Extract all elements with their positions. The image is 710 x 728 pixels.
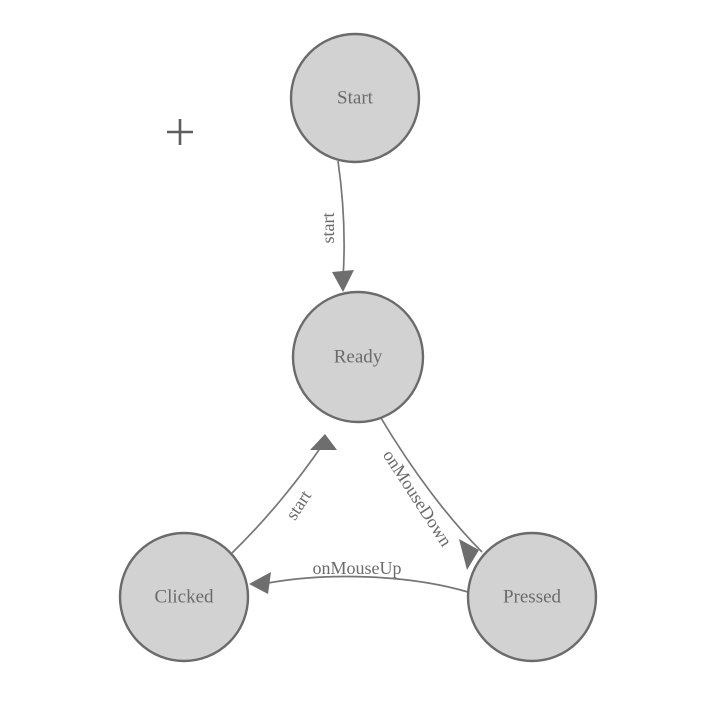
edge-label-start-to-ready: start [318, 213, 338, 244]
edge-clicked-to-ready[interactable]: start [231, 434, 337, 554]
edge-start-to-ready[interactable]: start [318, 160, 354, 292]
node-clicked-label: Clicked [154, 586, 214, 607]
edge-label-pressed-to-clicked: onMouseUp [313, 558, 402, 578]
arrowhead-ready-to-pressed [459, 539, 479, 570]
node-ready-label: Ready [334, 346, 383, 367]
edge-path-clicked-to-ready[interactable] [231, 443, 324, 554]
edge-path-start-to-ready[interactable] [337, 160, 345, 279]
node-pressed-label: Pressed [503, 586, 562, 607]
node-pressed-circle[interactable] [466, 531, 598, 663]
crosshair-icon [167, 119, 193, 145]
arrowhead-start-to-ready [332, 270, 354, 292]
node-start-label: Start [337, 87, 374, 108]
node-pressed[interactable]: Pressed [466, 531, 598, 663]
node-start[interactable]: Start [289, 32, 421, 164]
node-ready-circle[interactable] [291, 290, 425, 424]
edge-label-ready-to-pressed: onMouseDown [379, 446, 456, 550]
node-start-circle[interactable] [289, 32, 421, 164]
edge-path-pressed-to-clicked[interactable] [267, 575, 469, 593]
edge-ready-to-pressed[interactable]: onMouseDown [379, 417, 483, 570]
edge-pressed-to-clicked[interactable]: onMouseUp [249, 558, 469, 594]
edge-path-ready-to-pressed[interactable] [380, 417, 483, 553]
node-clicked[interactable]: Clicked [118, 531, 250, 663]
node-clicked-circle[interactable] [118, 531, 250, 663]
node-ready[interactable]: Ready [291, 290, 425, 424]
arrowhead-pressed-to-clicked [249, 572, 271, 594]
arrowhead-clicked-to-ready [310, 434, 337, 450]
